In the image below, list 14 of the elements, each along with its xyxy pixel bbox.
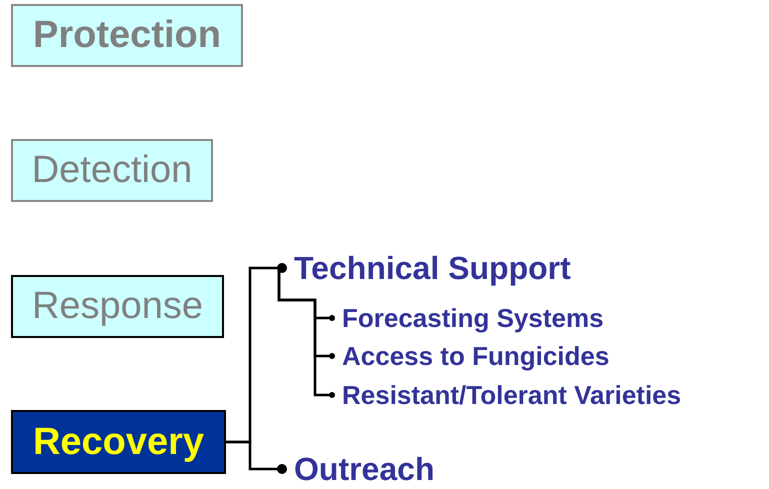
stage-label: Protection bbox=[33, 14, 221, 57]
branch-label: Outreach bbox=[294, 450, 434, 488]
connector bbox=[226, 440, 287, 474]
branch-label: Technical Support bbox=[294, 250, 571, 286]
stage-box bbox=[11, 139, 213, 202]
stage-box bbox=[11, 410, 226, 474]
stage-box bbox=[11, 4, 243, 67]
item-label: Resistant/Tolerant Varieties bbox=[342, 380, 682, 410]
item-label: Forecasting Systems bbox=[342, 302, 604, 334]
stage-label: Detection bbox=[32, 149, 192, 192]
stage-label: Recovery bbox=[32, 420, 204, 464]
stage-box bbox=[11, 275, 224, 338]
item-label: Access to Fungicides bbox=[342, 340, 610, 372]
stage-label: Response bbox=[32, 285, 204, 328]
